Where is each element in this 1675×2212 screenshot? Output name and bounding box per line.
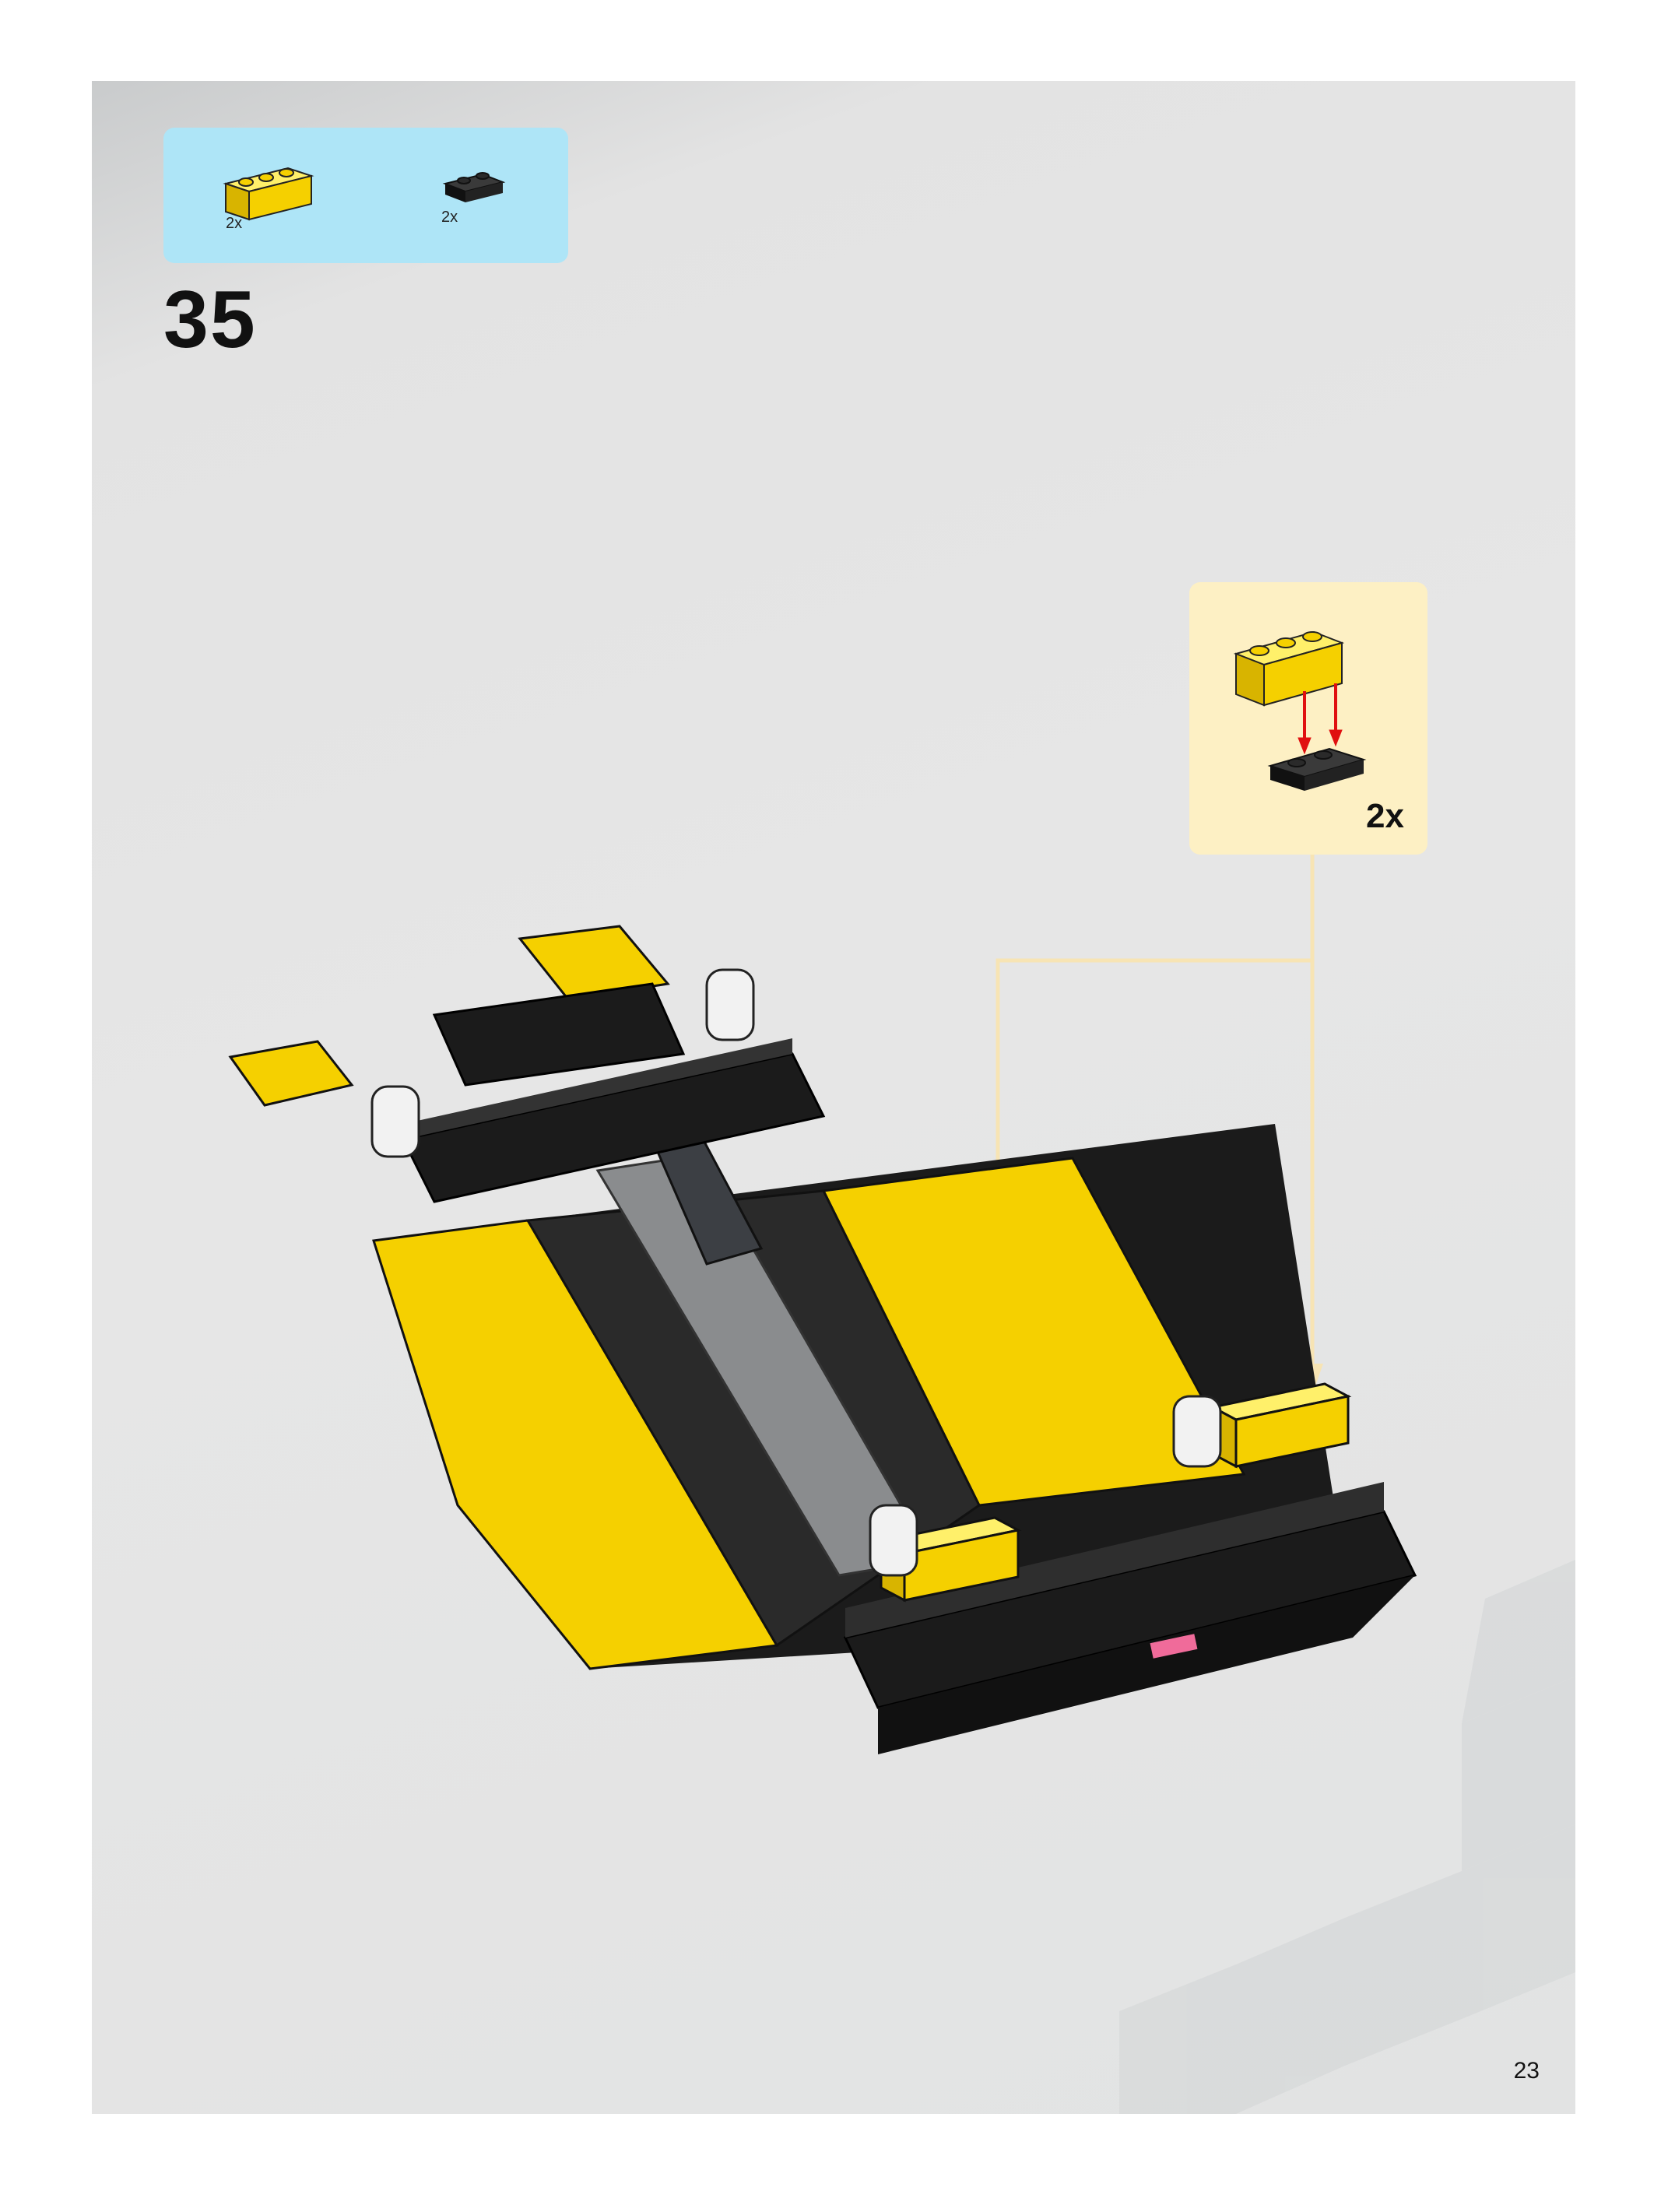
yellow-brick-icon <box>1233 630 1345 707</box>
parts-item-quantity: 2x <box>441 209 458 226</box>
step-number: 35 <box>163 275 257 365</box>
parts-list-box: 2x 2x <box>163 128 568 263</box>
subassembly-callout: 2x <box>1189 582 1427 855</box>
rear-yellow-wedges <box>228 925 686 1107</box>
black-plate-icon <box>1267 747 1367 791</box>
parts-item-quantity: 2x <box>226 215 243 232</box>
black-plate-icon <box>442 172 506 202</box>
subassembly-art <box>1233 630 1367 791</box>
rear-cross-beam <box>401 1038 826 1203</box>
checkered-flag-background <box>1119 1560 1575 2114</box>
front-bumper <box>843 1482 1417 1754</box>
subassembly-quantity: 2x <box>1366 797 1404 835</box>
parts-list-art <box>223 167 506 221</box>
instruction-page: 2x 2x 35 <box>92 81 1575 2114</box>
axle-hubs <box>370 968 1222 1577</box>
front-yellow-bricks <box>877 1382 1352 1603</box>
yellow-brick-icon <box>223 167 314 221</box>
page-number: 23 <box>1513 2058 1540 2084</box>
lego-car-chassis-model <box>228 925 1417 1754</box>
red-arrow-icon <box>1298 683 1343 755</box>
